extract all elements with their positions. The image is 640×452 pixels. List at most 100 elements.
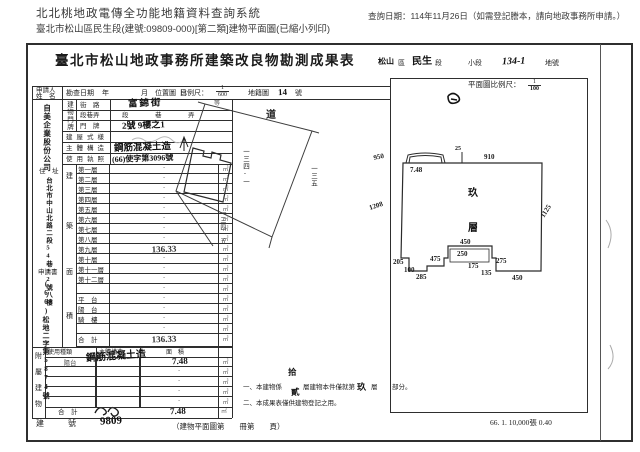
area-row-unit: ㎡ <box>218 204 232 213</box>
area-row-value: · <box>162 224 166 232</box>
location-scale-label: 比例尺： <box>180 89 208 97</box>
area-row-floor-label: 合 計 <box>76 334 110 346</box>
area-row-floor-label: 第八層 <box>76 234 110 243</box>
area-row-value: · <box>162 324 166 332</box>
area-row-value: · <box>162 274 166 282</box>
area-row-floor-label: 第九層 <box>76 244 110 253</box>
area-row: 第七層·㎡ <box>76 224 232 234</box>
area-row-floor-label: 第一層 <box>76 164 110 173</box>
area-row-floor-label: 第十層 <box>76 254 110 263</box>
annex-row-area: · <box>177 377 181 385</box>
subsection-label: 小段 <box>468 59 482 67</box>
area-row: 第九層 136.33 ㎡ <box>76 244 232 254</box>
table-line <box>96 347 97 408</box>
area-row: 陽 台·㎡ <box>76 304 232 314</box>
area-row: 第二層·㎡ <box>76 174 232 184</box>
page-edge-line <box>600 44 601 441</box>
parcel-number-label: 一三四-一 <box>241 148 249 186</box>
table-line <box>62 153 232 154</box>
annex-header-area: 面 積 <box>166 350 185 356</box>
system-title: 北北桃地政電傳全功能地籍資料查詢系統 <box>36 8 261 20</box>
address-label: 住 址 <box>39 168 59 175</box>
area-row-unit: ㎡ <box>218 254 232 263</box>
annex-row-type <box>45 397 96 407</box>
stair-shaft <box>449 248 490 263</box>
plan-scale-fraction: 1 100 <box>528 79 541 92</box>
scan-page <box>26 43 633 442</box>
annex-row-structure <box>96 387 140 396</box>
annex-header-type: 使用種類 <box>48 350 73 356</box>
applicant-address-handwritten: 台北市中山北路二段54巷12號八樓 <box>44 177 52 307</box>
road-label: 道 <box>266 108 276 121</box>
dim-b6: 250 <box>457 250 468 258</box>
note-1-mid: 層建物本件僅就第 <box>303 384 355 391</box>
lane-label: 段巷弄 <box>80 112 100 119</box>
dim-b4: 475 <box>430 255 441 263</box>
area-row-unit: ㎡ <box>218 274 232 283</box>
annex-row-structure <box>96 397 140 407</box>
print-subtitle: 臺北市松山區民生段(建號:09809-000)[第二類]建物平面圖(已縮小列印) <box>36 24 331 35</box>
area-row-value: 136.33 <box>151 243 177 255</box>
application-no-handwritten: (66)松地二字第5874號 <box>42 280 51 400</box>
query-date: 查詢日期：114年11月26日（如需登記謄本，請向地政事務所申請。） <box>368 11 626 21</box>
dim-b9: 275 <box>496 257 507 265</box>
annex-row: ·㎡ <box>45 397 232 408</box>
area-row-unit: ㎡ <box>218 164 232 173</box>
dim-b8: 135 <box>481 269 492 277</box>
annex-total-label: 合 計 <box>58 409 78 416</box>
building-address-label: 建物門牌 <box>65 101 73 131</box>
table-line <box>32 86 33 418</box>
note-1-prefix: 一、本建物係 <box>243 384 282 391</box>
floor-outline <box>400 162 543 272</box>
table-line <box>32 418 232 419</box>
survey-date-fields: 年 月 日 <box>102 89 193 97</box>
area-row-unit: ㎡ <box>218 214 232 223</box>
area-row-value: · <box>162 194 166 202</box>
area-row-unit: ㎡ <box>218 224 232 233</box>
area-row: 第四層·㎡ <box>76 194 232 204</box>
annex-row-type: 陽台 <box>45 357 96 367</box>
area-row-value: · <box>162 304 166 312</box>
annex-row: ·㎡ <box>45 387 232 397</box>
floor-plan: 910 25 7.48 950 1208 1125 205 100 285 47… <box>368 78 588 413</box>
lane-value: 段 巷 弄 <box>122 112 205 119</box>
applicant-name-handwritten: 自美企業股份公司 <box>42 104 52 172</box>
annex-total-unit: ㎡ <box>221 409 228 415</box>
inspection-stamp-mark <box>447 92 461 105</box>
building-style-label: 建屋式樣 <box>66 134 108 141</box>
location-scale-num: 1 <box>216 85 229 92</box>
area-row-floor-label: 第六層 <box>76 214 110 223</box>
dim-b5: 450 <box>460 238 471 246</box>
building-footprint <box>183 147 232 203</box>
annex-row: 陽台·㎡ <box>45 357 232 367</box>
area-section-label-char: 積 <box>66 312 73 320</box>
area-row-unit: ㎡ <box>218 244 232 253</box>
note-1-after: 層 <box>371 384 378 391</box>
annex-row-type <box>45 367 96 376</box>
table-line <box>76 164 77 347</box>
annex-row-unit: ㎡ <box>218 367 232 376</box>
note-floors-handwritten-top: 拾 <box>287 366 297 378</box>
area-row-value: · <box>162 184 166 192</box>
area-row: 第三層·㎡ <box>76 184 232 194</box>
area-row: ·㎡ <box>76 324 232 334</box>
area-row-value: · <box>162 214 166 222</box>
faint-pencil-scribble <box>131 136 187 144</box>
table-line <box>32 99 390 100</box>
neighbor-parcel-bottom: 一三四-五 <box>218 210 225 245</box>
district-label: 區 <box>398 59 405 67</box>
floor-plan-frame <box>390 78 588 413</box>
balcony-area-label: 7.48 <box>410 166 423 174</box>
dim-b7: 175 <box>468 262 479 270</box>
area-row-value: · <box>162 174 166 182</box>
area-row: 第八層·㎡ <box>76 234 232 244</box>
street-suffix: 等 <box>214 101 221 107</box>
annex-row-area: · <box>177 397 181 405</box>
dim-b1: 205 <box>393 258 404 266</box>
table-line <box>62 164 232 165</box>
area-row: 第六層 · ㎡ <box>76 214 232 224</box>
parcel-number-handwritten: 134-1 <box>501 55 526 68</box>
table-line <box>62 142 232 143</box>
annex-row-structure <box>96 377 140 386</box>
